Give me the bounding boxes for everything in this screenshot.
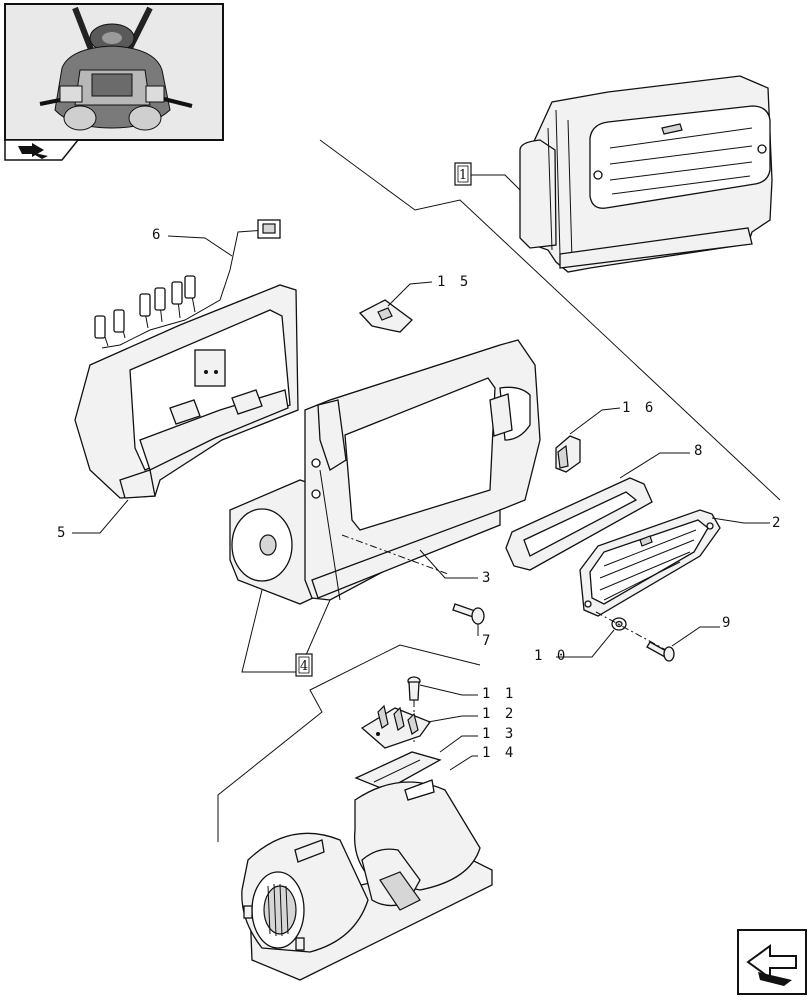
previous-page-arrow-icon[interactable] xyxy=(737,929,807,995)
svg-text:5: 5 xyxy=(57,525,68,541)
part-12-resistor xyxy=(360,704,432,749)
callout-1-box: 1 xyxy=(454,162,521,191)
svg-text:3: 3 xyxy=(482,570,493,586)
callout-2: 2 xyxy=(711,515,783,531)
part-7-screw xyxy=(452,603,485,625)
svg-text:1 2: 1 2 xyxy=(482,706,516,722)
callout-14: 1 4 xyxy=(449,745,516,771)
callout-16: 1 6 xyxy=(569,400,656,435)
callout-8: 8 xyxy=(619,443,705,479)
svg-text:1 4: 1 4 xyxy=(482,745,516,761)
svg-text:1 6: 1 6 xyxy=(622,400,656,416)
svg-text:8: 8 xyxy=(694,443,705,459)
part-13-bracket xyxy=(354,751,442,791)
svg-text:6: 6 xyxy=(152,227,163,243)
callout-5: 5 xyxy=(57,499,129,541)
callout-7: 7 xyxy=(477,624,493,649)
callout-13: 1 3 xyxy=(439,726,516,753)
svg-text:1 5: 1 5 xyxy=(437,274,471,290)
part-6-wire-harness xyxy=(94,219,281,349)
next-page-arrow-icon[interactable] xyxy=(4,139,80,161)
svg-text:2: 2 xyxy=(772,515,783,531)
svg-text:1 1: 1 1 xyxy=(482,686,516,702)
tractor-cab-thumbnail[interactable] xyxy=(4,3,224,141)
part-2-grille-cover xyxy=(579,509,721,617)
callout-1: 1 xyxy=(459,168,467,183)
callout-9: 9 xyxy=(671,615,733,647)
part-8-gasket xyxy=(505,477,653,571)
section-divider-lines xyxy=(217,139,781,842)
svg-text:1 0: 1 0 xyxy=(534,648,568,664)
callout-4-box: 4 xyxy=(241,589,331,677)
part-16-clip xyxy=(555,435,581,473)
part-3-air-duct-housing xyxy=(229,339,541,605)
callout-6: 6 xyxy=(152,227,233,257)
part-11-bolt xyxy=(407,676,421,745)
callout-15: 1 5 xyxy=(387,274,471,307)
part-15-clip xyxy=(358,299,413,333)
svg-text:1 3: 1 3 xyxy=(482,726,516,742)
part-14-blower-motor xyxy=(241,779,493,981)
part-5-mounting-tray xyxy=(74,284,299,499)
callout-4: 4 xyxy=(300,659,308,674)
callout-3: 3 xyxy=(341,534,493,586)
callout-11: 1 1 xyxy=(419,684,516,702)
part-1-heater-housing xyxy=(519,75,773,273)
svg-text:7: 7 xyxy=(482,633,493,649)
part-9-screw xyxy=(595,611,675,662)
callout-10: 1 0 xyxy=(534,629,615,664)
callout-12: 1 2 xyxy=(427,706,516,723)
svg-text:9: 9 xyxy=(722,615,733,631)
